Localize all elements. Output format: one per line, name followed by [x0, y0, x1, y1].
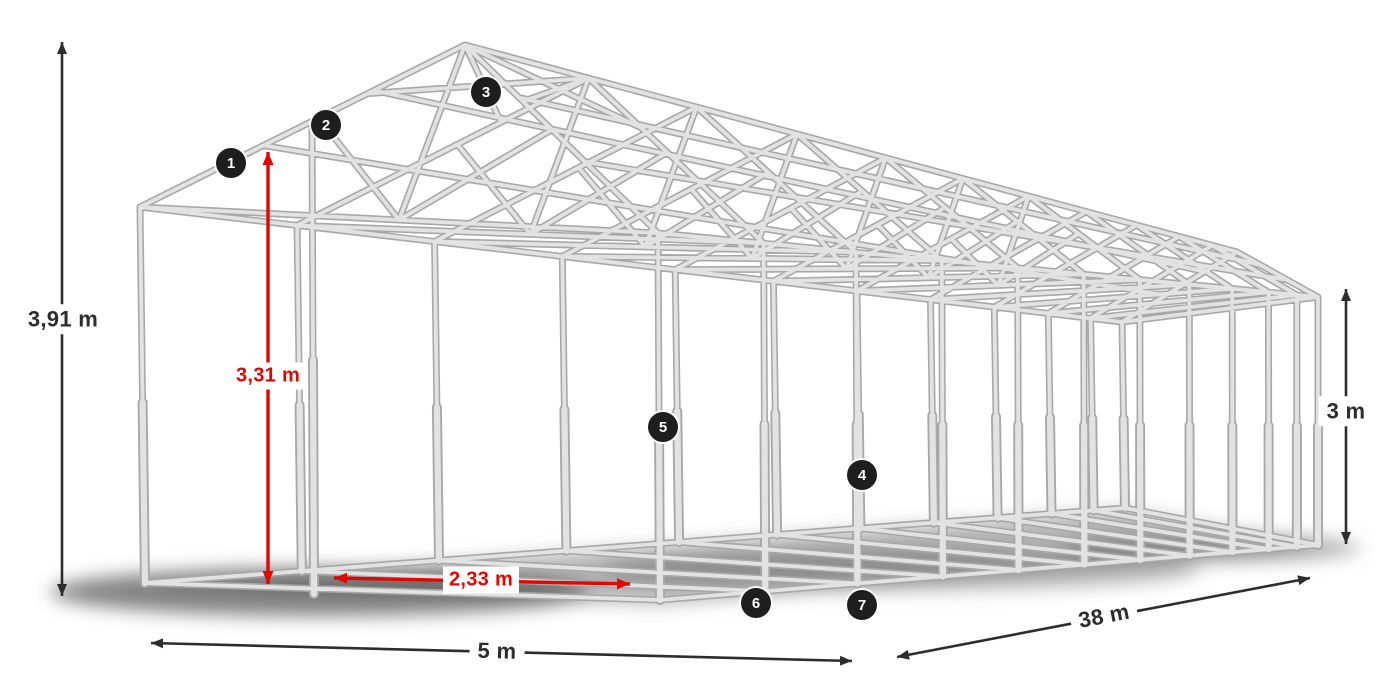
bay-spacing-label: 2,33 m — [442, 566, 520, 594]
part-badge-5: 5 — [648, 412, 678, 442]
part-badge-7: 7 — [847, 590, 877, 620]
part-badge-3: 3 — [471, 77, 501, 107]
part-badge-4: 4 — [847, 460, 877, 490]
part-badge-2: 2 — [311, 110, 341, 140]
frame-leg-fill — [139, 356, 1322, 604]
width-label: 5 m — [469, 635, 525, 667]
inner-height-label: 3,31 m — [229, 362, 307, 390]
side-height-label: 3 m — [1318, 396, 1374, 426]
part-badge-6: 6 — [741, 588, 771, 618]
part-badge-1: 1 — [216, 148, 246, 178]
total-height-label: 3,91 m — [19, 304, 107, 334]
